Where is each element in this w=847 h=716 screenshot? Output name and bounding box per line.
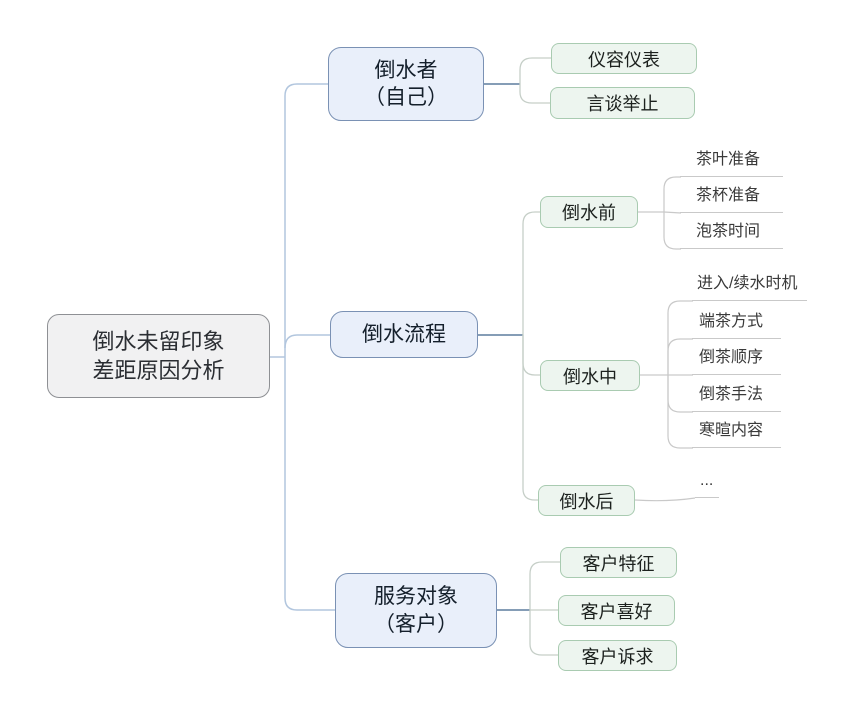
branch-customer-line1: 服务对象	[374, 585, 458, 609]
child-during-label: 倒水中	[563, 366, 617, 387]
leaf-entry-timing[interactable]: 进入/续水时机	[692, 274, 807, 301]
child-likes-node[interactable]: 客户喜好	[558, 595, 675, 626]
branch-pourer-line2: （自己）	[364, 86, 448, 109]
leaf-after-ellipsis[interactable]: ...	[695, 471, 719, 498]
child-traits-label: 客户特征	[582, 553, 655, 574]
branch-pourer-node[interactable]: 倒水者 （自己）	[328, 47, 484, 121]
child-likes-label: 客户喜好	[580, 601, 653, 622]
child-appearance-node[interactable]: 仪容仪表	[551, 43, 697, 74]
root-label-line2: 差距原因分析	[92, 358, 225, 383]
leaf-pour-technique[interactable]: 倒茶手法	[692, 385, 781, 412]
leaf-brew-time[interactable]: 泡茶时间	[680, 222, 783, 249]
leaf-tea-cup-prep[interactable]: 茶杯准备	[680, 186, 783, 213]
leaf-tea-leaf-prep[interactable]: 茶叶准备	[680, 150, 783, 177]
child-after-node[interactable]: 倒水后	[538, 485, 635, 516]
child-during-node[interactable]: 倒水中	[540, 360, 640, 391]
root-label-line1: 倒水未留印象	[92, 328, 225, 354]
root-connectors	[270, 83, 335, 611]
child-before-node[interactable]: 倒水前	[540, 196, 638, 228]
child-connectors	[519, 57, 560, 656]
leaf-smalltalk[interactable]: 寒暄内容	[692, 421, 781, 448]
child-before-label: 倒水前	[562, 203, 616, 223]
leaf-connectors	[634, 176, 696, 502]
child-needs-node[interactable]: 客户诉求	[558, 640, 677, 671]
child-traits-node[interactable]: 客户特征	[560, 547, 677, 578]
child-speech-label: 言谈举止	[586, 94, 659, 114]
branch-customer-node[interactable]: 服务对象 （客户）	[335, 573, 497, 648]
leaf-serving-manner[interactable]: 端茶方式	[692, 312, 781, 339]
child-speech-node[interactable]: 言谈举止	[550, 87, 695, 119]
child-needs-label: 客户诉求	[581, 646, 654, 667]
branch-stub-connectors	[478, 83, 530, 611]
branch-process-label: 倒水流程	[362, 322, 446, 346]
branch-customer-line2: （客户）	[374, 612, 458, 636]
root-node[interactable]: 倒水未留印象 差距原因分析	[47, 314, 270, 398]
child-after-label: 倒水后	[559, 491, 614, 512]
branch-process-node[interactable]: 倒水流程	[330, 311, 478, 358]
branch-pourer-line1: 倒水者	[374, 58, 438, 82]
child-appearance-label: 仪容仪表	[588, 49, 660, 70]
leaf-pour-order[interactable]: 倒茶顺序	[692, 348, 781, 375]
